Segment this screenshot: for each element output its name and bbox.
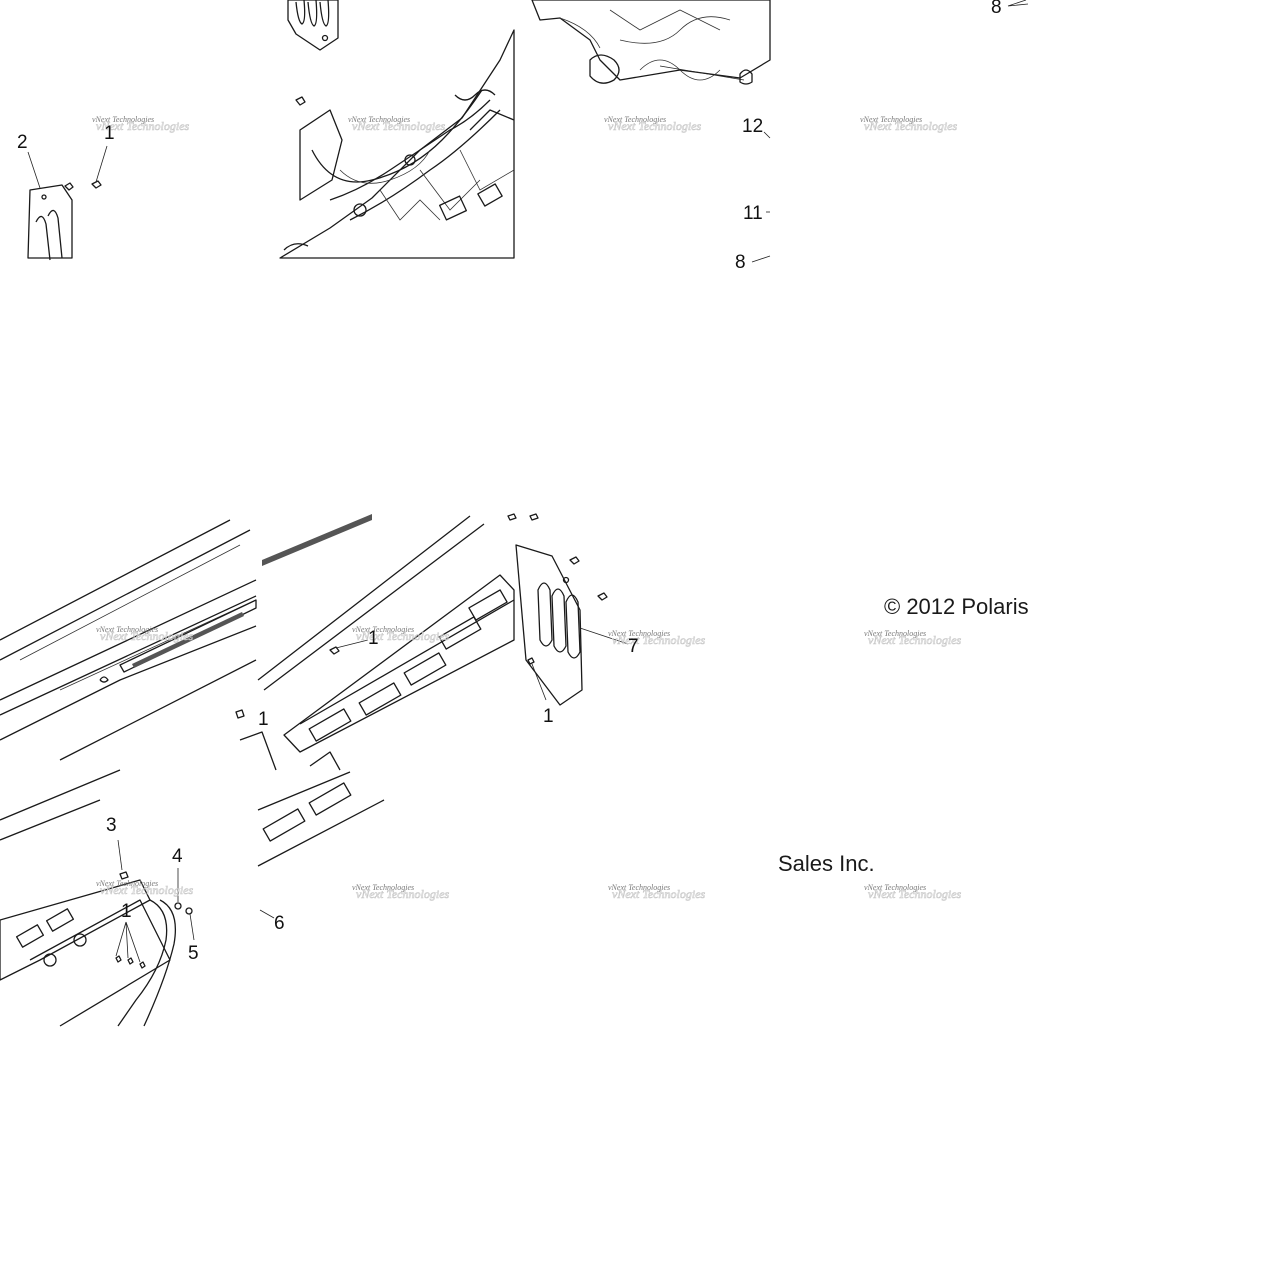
watermark-ghost: vNext Technologies [352,119,446,133]
callout-7: 7 [628,636,639,657]
watermark-ghost: vNext Technologies [100,629,194,643]
watermark-ghost: vNext Technologies [612,887,706,901]
watermark: vNext Technologies [348,115,410,124]
watermark-ghost: vNext Technologies [100,883,194,897]
side-panel-right [515,544,629,706]
rear-bumper-assembly [0,769,195,1027]
callout-4: 4 [172,846,183,867]
callout-2: 2 [17,132,28,153]
watermark-ghost: vNext Technologies [96,119,190,133]
watermark: vNext Technologies [608,883,670,892]
copyright-line-1: © 2012 Polaris [884,594,1029,619]
watermark-ghost: vNext Technologies [608,119,702,133]
callout-1-c: 1 [543,706,554,727]
callout-12: 12 [742,116,763,137]
callouts: 8 2 1 12 11 8 1 1 7 1 3 4 1 5 6 [17,0,1029,964]
callout-6: 6 [274,913,285,934]
watermark: vNext Technologies [864,883,926,892]
frame-lower-assembly [531,0,771,85]
watermark: vNext Technologies [864,629,926,638]
running-board-rear [257,771,385,919]
watermark: vNext Technologies [96,625,158,634]
watermark: vNext Technologies [92,115,154,124]
watermark: vNext Technologies [860,115,922,124]
copyright-line-2: Sales Inc. [778,851,875,876]
callout-1-d: 1 [121,901,132,922]
tunnel-rail-assembly [0,514,372,771]
callout-11: 11 [743,203,763,224]
callout-1-a: 1 [104,123,115,144]
watermark-ghost: vNext Technologies [868,887,962,901]
callout-1-mid: 1 [368,628,379,649]
watermark-grid: vNext Technologies vNext Technologies vN… [92,115,962,901]
side-panel-top-left [27,180,102,261]
copyright-block: © 2012 Polaris Sales Inc. [778,594,1029,876]
callout-8-top: 8 [991,0,1002,18]
frame-harness-assembly [279,29,515,259]
watermark-ghost: vNext Technologies [356,887,450,901]
watermark: vNext Technologies [604,115,666,124]
callout-5: 5 [188,943,199,964]
callout-8-partial: 8 [735,252,746,273]
callout-1-b: 1 [258,709,269,730]
watermark-ghost: vNext Technologies [356,629,450,643]
callout-3: 3 [106,815,117,836]
watermark-ghost: vNext Technologies [864,119,958,133]
watermark-ghost: vNext Technologies [868,633,962,647]
watermark-ghost: vNext Technologies [612,633,706,647]
watermark: vNext Technologies [96,879,158,888]
watermark: vNext Technologies [352,625,414,634]
running-board-assembly [257,513,539,771]
watermark: vNext Technologies [608,629,670,638]
side-panel-top-fragment [287,0,339,51]
watermark: vNext Technologies [352,883,414,892]
